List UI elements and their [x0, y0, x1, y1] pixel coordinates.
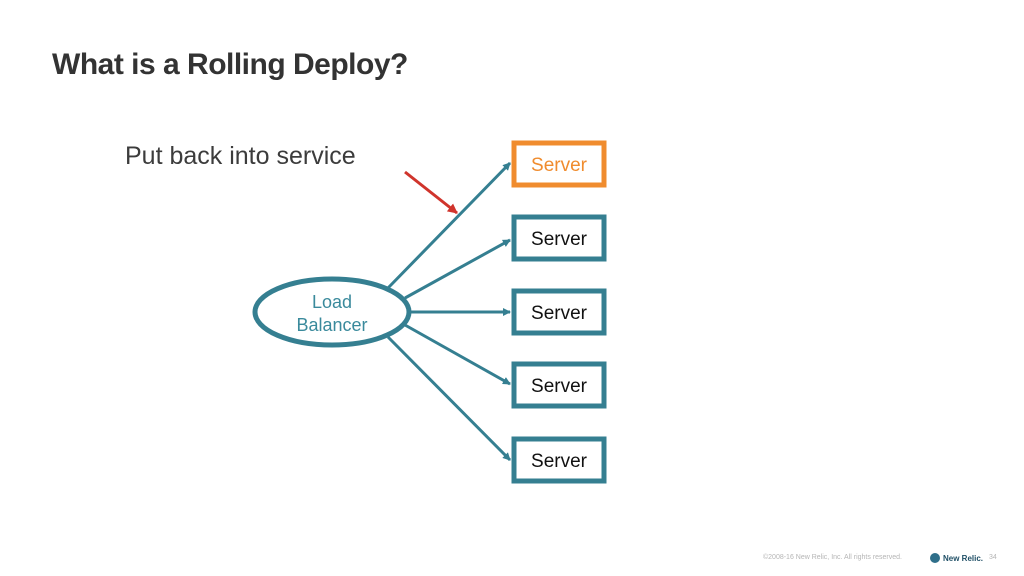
load-balancer-label-line1: Load	[312, 292, 352, 312]
connector-arrow-4	[404, 323, 511, 386]
logo-text: New Relic.	[943, 553, 984, 563]
load-balancer-node: Load Balancer	[252, 276, 412, 348]
server-node-2: Server	[511, 214, 607, 262]
copyright-footer: ©2008-16 New Relic, Inc. All rights rese…	[763, 554, 902, 561]
server-node-3: Server	[511, 288, 607, 336]
server-label: Server	[531, 229, 588, 250]
page-number: 34	[989, 554, 997, 561]
connector-arrow-1	[386, 161, 512, 290]
server-label: Server	[531, 376, 588, 397]
pointer-arrow	[404, 170, 458, 215]
connector-arrow-2	[404, 238, 511, 300]
server-label: Server	[531, 155, 588, 176]
slide-title: What is a Rolling Deploy?	[52, 48, 408, 81]
load-balancer-label-line2: Balancer	[296, 315, 367, 335]
server-node-5: Server	[511, 436, 607, 484]
new-relic-logo-icon	[930, 553, 940, 563]
server-node-1: Server	[511, 140, 607, 188]
server-label: Server	[531, 451, 588, 472]
server-label: Server	[531, 303, 588, 324]
annotation-label: Put back into service	[125, 142, 356, 170]
new-relic-logo: New Relic.	[930, 553, 983, 563]
server-node-4: Server	[511, 361, 607, 409]
connector-arrow-5	[386, 335, 512, 462]
